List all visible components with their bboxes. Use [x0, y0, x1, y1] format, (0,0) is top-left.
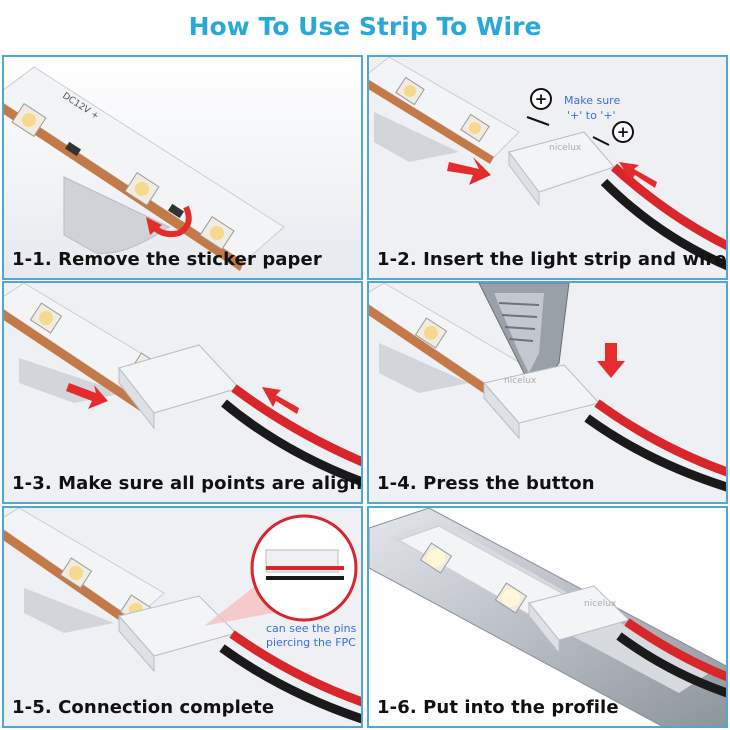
push-strip-arrow-icon: [66, 383, 108, 409]
plus-icon: [530, 88, 552, 110]
push-wire-arrow-icon: [262, 387, 299, 414]
page-title: How To Use Strip To Wire: [188, 11, 542, 41]
step-1-3-panel: 1-3. Make sure all points are aligned: [2, 281, 363, 504]
insert-strip-arrow-icon: [447, 157, 491, 185]
press-down-arrow-icon: [597, 343, 625, 378]
insert-wire-arrow-icon: [619, 162, 657, 188]
step-caption: 1-2. Insert the light strip and wire: [377, 249, 727, 270]
step-1-4-illustration: nicelux: [369, 283, 726, 502]
step-1-1-illustration: DC12V +: [4, 57, 361, 278]
step-1-6-panel: nicelux 1-6. Put into the profile: [367, 506, 728, 728]
step-1-1-panel: DC12V + 1-1. Remove the sticker paper: [2, 55, 363, 280]
step-caption: 1-6. Put into the profile: [377, 697, 619, 718]
step-1-2-panel: nicelux + + Make sure '+' to '+' 1-2. In…: [367, 55, 728, 280]
brand-watermark: nicelux: [504, 376, 537, 386]
step-caption: 1-1. Remove the sticker paper: [12, 249, 322, 270]
polarity-note-line2: '+' to '+': [567, 109, 616, 122]
step-1-4-panel: nicelux 1-4. Press the button: [367, 281, 728, 504]
polarity-note-line1: Make sure: [564, 94, 620, 107]
step-1-6-illustration: nicelux: [369, 508, 726, 726]
svg-text:+: +: [535, 90, 548, 108]
plus-icon: [612, 121, 634, 143]
step-caption: 1-5. Connection complete: [12, 697, 275, 718]
callout-note-line1: can see the pins: [266, 622, 357, 635]
brand-watermark: nicelux: [584, 599, 617, 609]
callout-note-line2: piercing the FPC: [266, 636, 356, 649]
step-1-5-panel: can see the pins piercing the FPC 1-5. C…: [2, 506, 363, 728]
brand-watermark: nicelux: [549, 143, 582, 153]
step-1-2-illustration: nicelux + + Make sure '+' to '+': [369, 57, 726, 278]
step-caption: 1-3. Make sure all points are aligned: [12, 473, 363, 494]
svg-text:+: +: [617, 123, 630, 141]
step-caption: 1-4. Press the button: [377, 473, 595, 494]
peel-arrow-icon: [151, 205, 192, 238]
step-1-5-illustration: can see the pins piercing the FPC: [4, 508, 361, 726]
step-1-3-illustration: [4, 283, 361, 502]
led-chip: [11, 103, 47, 137]
